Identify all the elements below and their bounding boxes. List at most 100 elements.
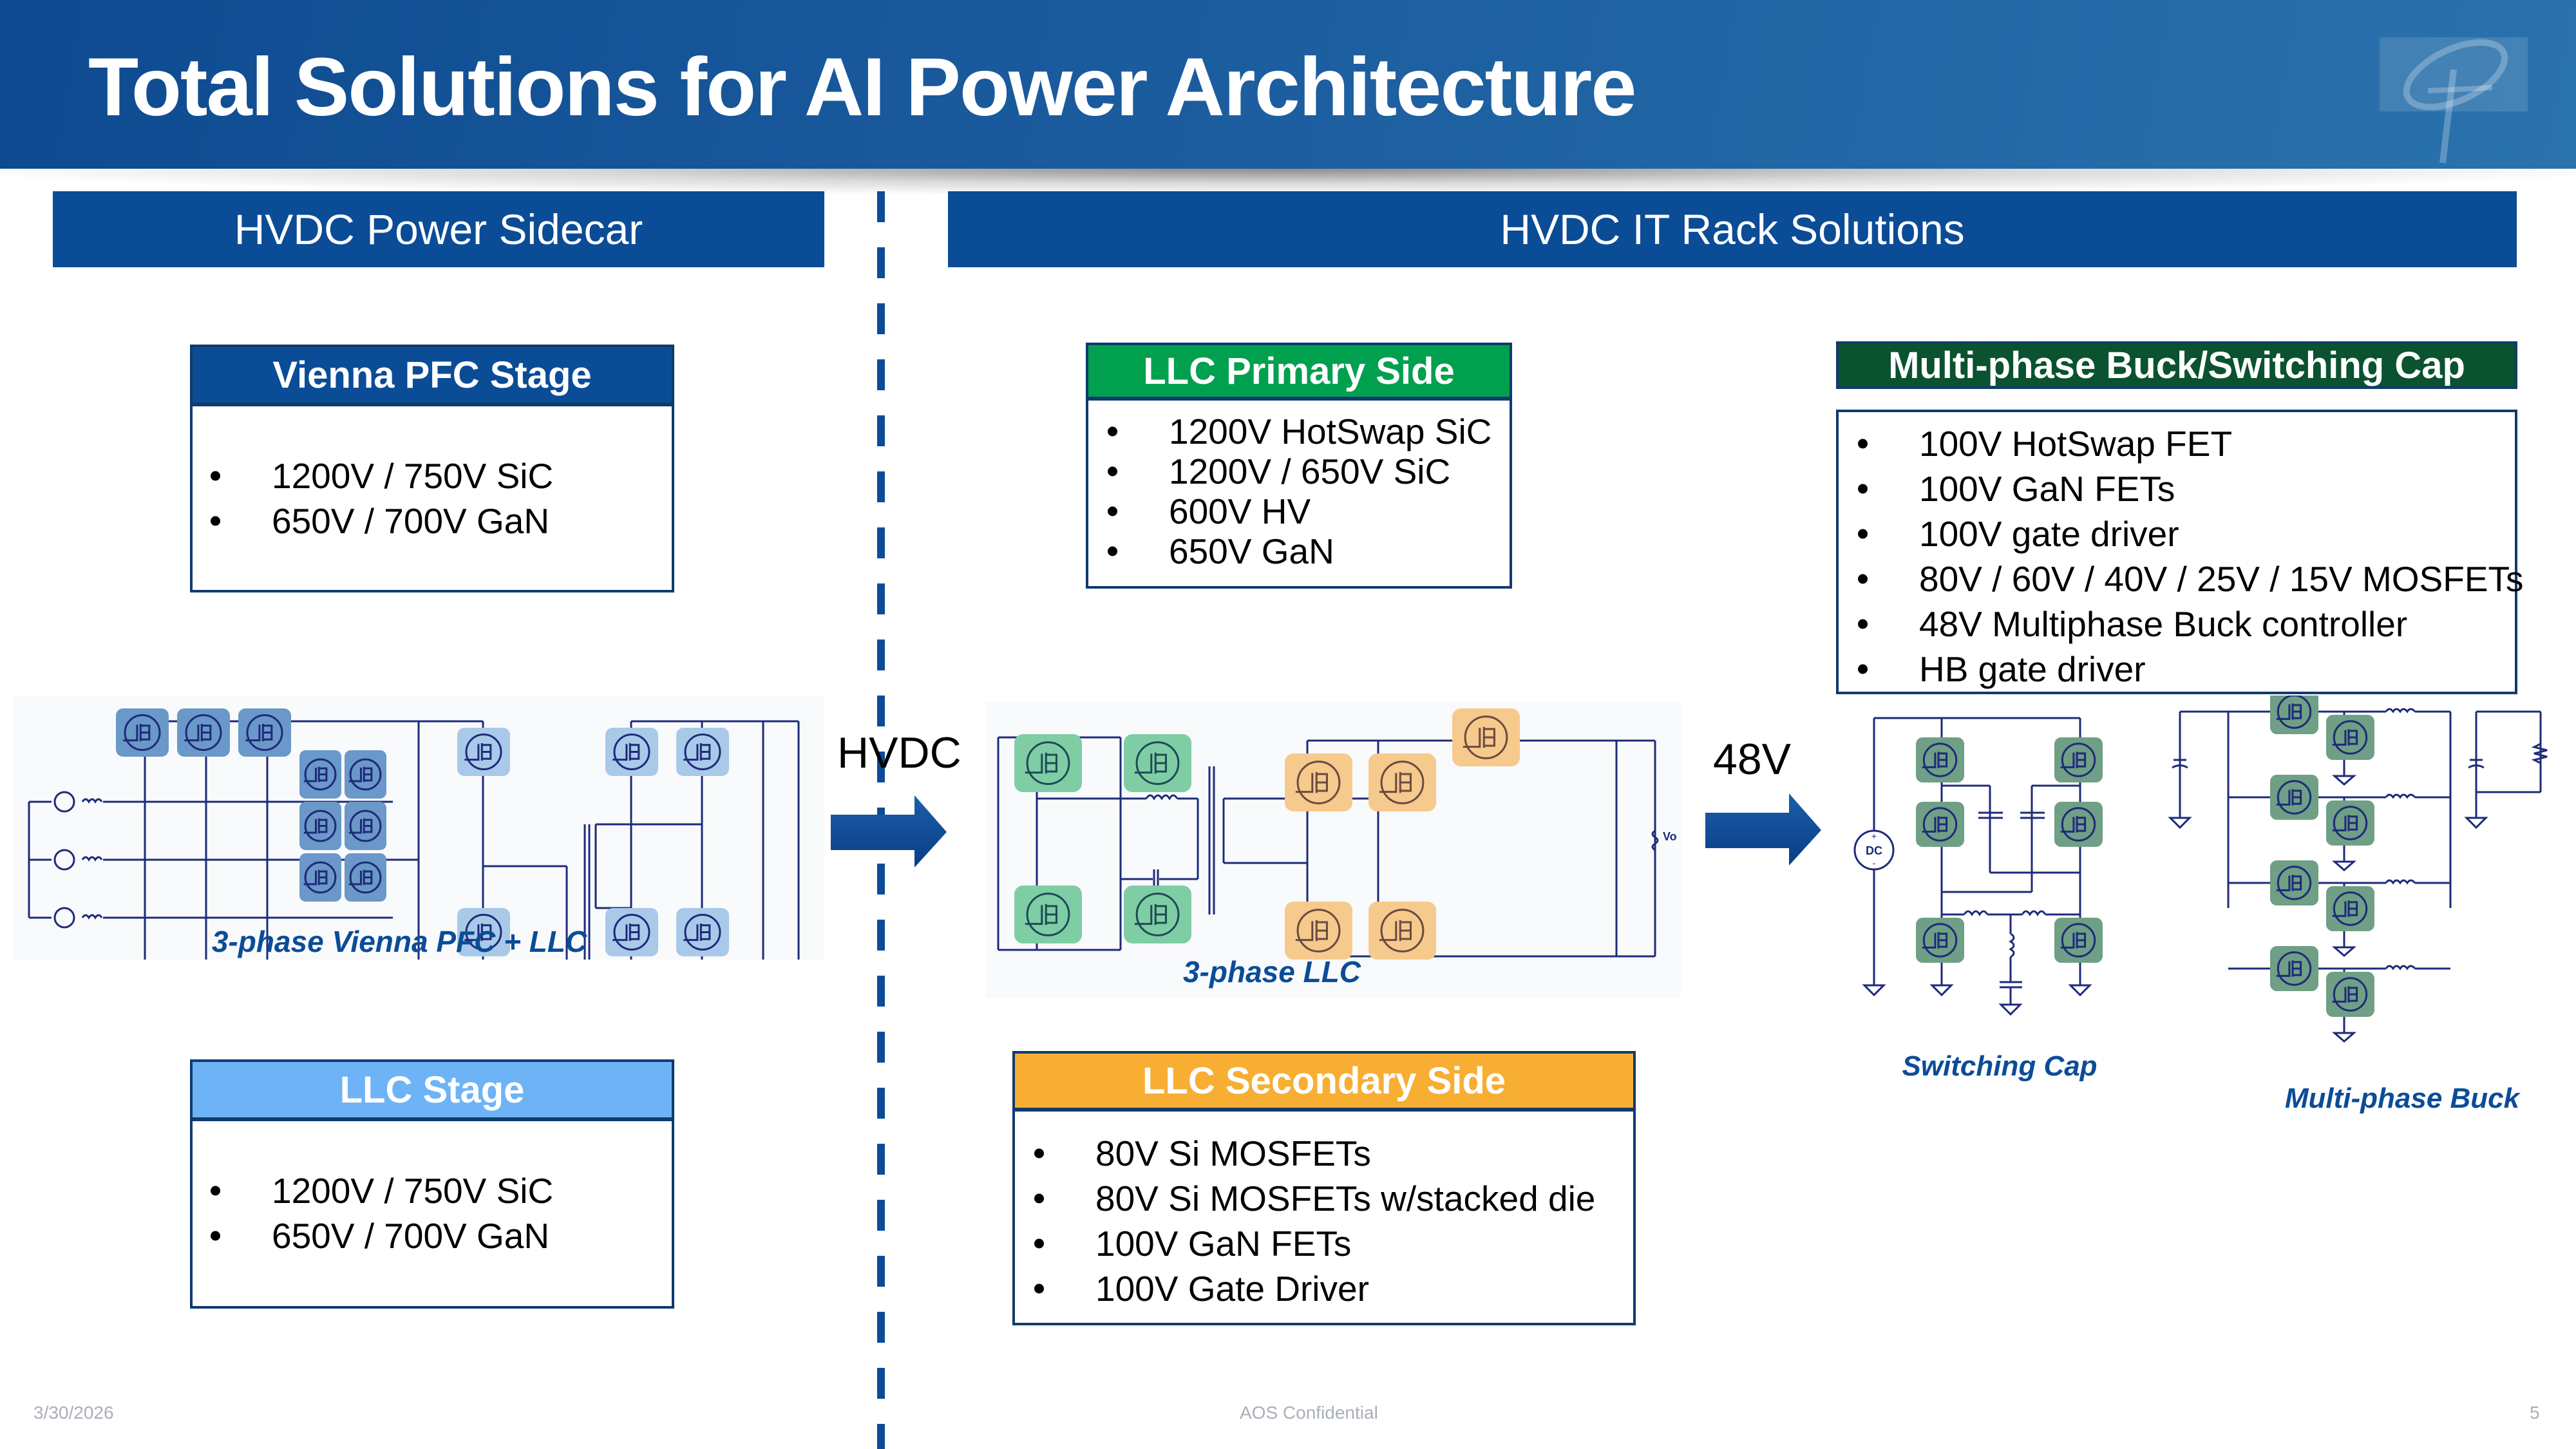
footer-confidential: AOS Confidential: [1240, 1403, 1378, 1423]
schematic-wires: [28, 720, 800, 960]
mosfet-icon: [2270, 696, 2318, 734]
bullet-icon: [1858, 574, 1868, 584]
slide-header: [0, 0, 2576, 169]
mosfet-icon: [457, 728, 510, 776]
mosfet-icon: [1124, 734, 1191, 792]
multiphase-list: 100V HotSwap FET 100V GaN FETs 100V gate…: [1858, 421, 2524, 692]
mosfet-icon: [1368, 902, 1436, 960]
bullet-icon: [1858, 529, 1868, 539]
list-item: 100V Gate Driver: [1034, 1266, 1595, 1311]
mosfet-icon: [676, 908, 729, 956]
llc-stage-list: 1200V / 750V SiC 650V / 700V GaN: [211, 1168, 553, 1258]
list-item: 100V GaN FETs: [1034, 1221, 1595, 1266]
llc-3phase-schematic: Vo 3-phase LLC: [985, 702, 1681, 998]
dc-source-label: DC: [1866, 844, 1882, 857]
mosfet-icon: [2326, 800, 2374, 846]
dc-minus-label: -: [1873, 858, 1876, 868]
multiphase-buck-caption: Multi-phase Buck: [2285, 1083, 2521, 1114]
mosfet-icon: [2326, 886, 2374, 931]
bullet-icon: [1034, 1193, 1044, 1204]
mosfet-icon: [2054, 802, 2103, 847]
bullet-icon: [1858, 664, 1868, 674]
bullet-icon: [1108, 466, 1117, 477]
llc3-caption: 3-phase LLC: [1183, 955, 1361, 989]
mosfet-icon: [1452, 708, 1520, 766]
page-number: 5: [2530, 1403, 2540, 1423]
llc-fets: [1014, 708, 1520, 960]
multiphase-box: 100V HotSwap FET 100V GaN FETs 100V gate…: [1836, 410, 2524, 694]
vienna-caption: 3-phase Vienna PFC + LLC: [212, 925, 587, 958]
list-item: 100V HotSwap FET: [1858, 421, 2524, 466]
section-title: HVDC Power Sidecar: [234, 205, 643, 253]
list-item: 100V gate driver: [1858, 511, 2524, 556]
mosfet-icon: [2326, 972, 2374, 1017]
bullet-icon: [211, 516, 220, 526]
list-item: 650V / 700V GaN: [211, 498, 553, 544]
mosfet-icon: [1916, 737, 1964, 782]
bullet-icon: [1034, 1238, 1044, 1249]
mosfet-icon: [676, 728, 729, 776]
mosfet-icon: [299, 750, 341, 799]
mosfet-icon: [605, 728, 658, 776]
mosfet-icon: [1916, 918, 1964, 963]
48v-label: 48V: [1713, 735, 1791, 784]
hvdc-label: HVDC: [837, 728, 961, 777]
mosfet-icon: [1285, 753, 1352, 811]
multiphase-title: Multi-phase Buck/Switching Cap: [1836, 341, 2517, 389]
vienna-pfc-llc-schematic: 3-phase Vienna PFC + LLC: [13, 696, 824, 960]
schematic-wires: [1853, 717, 2092, 1016]
footer-date: 3/30/2026: [33, 1403, 114, 1423]
llc-secondary-title: LLC Secondary Side: [1015, 1054, 1633, 1112]
mosfet-icon: [177, 708, 230, 757]
llc-stage-title: LLC Stage: [193, 1062, 672, 1121]
mosfet-icon: [605, 908, 658, 956]
bullet-icon: [1108, 426, 1117, 437]
mosfet-icon: [2270, 775, 2318, 820]
llc-primary-box: LLC Primary Side 1200V HotSwap SiC 1200V…: [1086, 343, 1512, 589]
mosfet-icon: [1014, 734, 1082, 792]
mosfet-icon: [1368, 753, 1436, 811]
mosfet-icon: [2054, 918, 2103, 963]
switching-cap-schematic: DC + - Switching Cap: [1853, 717, 2103, 1082]
dc-plus-label: +: [1871, 831, 1877, 841]
llc-primary-list: 1200V HotSwap SiC 1200V / 650V SiC 600V …: [1108, 412, 1492, 571]
inductor-icon: [2385, 793, 2416, 799]
section-hvdc-it-rack: HVDC IT Rack Solutions: [948, 191, 2517, 267]
sc-fets: [1916, 737, 2103, 963]
inductor-icon: [2385, 708, 2416, 714]
mosfet-icon: [457, 908, 510, 956]
list-item: 650V GaN: [1108, 531, 1492, 571]
mosfet-icon: [299, 802, 341, 850]
mosfet-icon: [345, 802, 386, 850]
vienna-fets: [116, 708, 729, 956]
aos-logo-icon: [2380, 37, 2528, 164]
llc-secondary-list: 80V Si MOSFETs 80V Si MOSFETs w/stacked …: [1034, 1131, 1595, 1311]
page-title: Total Solutions for AI Power Architectur…: [88, 41, 1636, 133]
list-item: 80V Si MOSFETs w/stacked die: [1034, 1176, 1595, 1221]
bullet-icon: [1858, 439, 1868, 449]
list-item: 1200V / 750V SiC: [211, 1168, 553, 1213]
mosfet-icon: [1916, 802, 1964, 847]
list-item: 1200V / 750V SiC: [211, 453, 553, 498]
bullet-icon: [1108, 546, 1117, 556]
list-item: 100V GaN FETs: [1858, 466, 2524, 511]
list-item: 80V / 60V / 40V / 25V / 15V MOSFETs: [1858, 556, 2524, 601]
vienna-pfc-box: Vienna PFC Stage 1200V / 750V SiC 650V /…: [190, 345, 674, 592]
hvdc-arrow-icon: [831, 795, 947, 867]
switching-cap-caption: Switching Cap: [1902, 1050, 2097, 1082]
bullet-icon: [211, 471, 220, 481]
mosfet-icon: [1124, 886, 1191, 943]
mosfet-icon: [2054, 737, 2103, 782]
48v-arrow-icon: [1705, 793, 1821, 866]
bullet-icon: [211, 1231, 220, 1241]
bullet-icon: [1034, 1148, 1044, 1159]
output-voltage-label: Vo: [1663, 830, 1677, 843]
list-item: 80V Si MOSFETs: [1034, 1131, 1595, 1176]
llc-primary-title: LLC Primary Side: [1088, 345, 1510, 401]
list-item: 1200V HotSwap SiC: [1108, 412, 1492, 451]
llc-secondary-box: LLC Secondary Side 80V Si MOSFETs 80V Si…: [1012, 1051, 1636, 1325]
bullet-icon: [211, 1186, 220, 1196]
mb-rows: [2228, 696, 2450, 1043]
list-item: 600V HV: [1108, 491, 1492, 531]
mosfet-icon: [116, 708, 169, 757]
